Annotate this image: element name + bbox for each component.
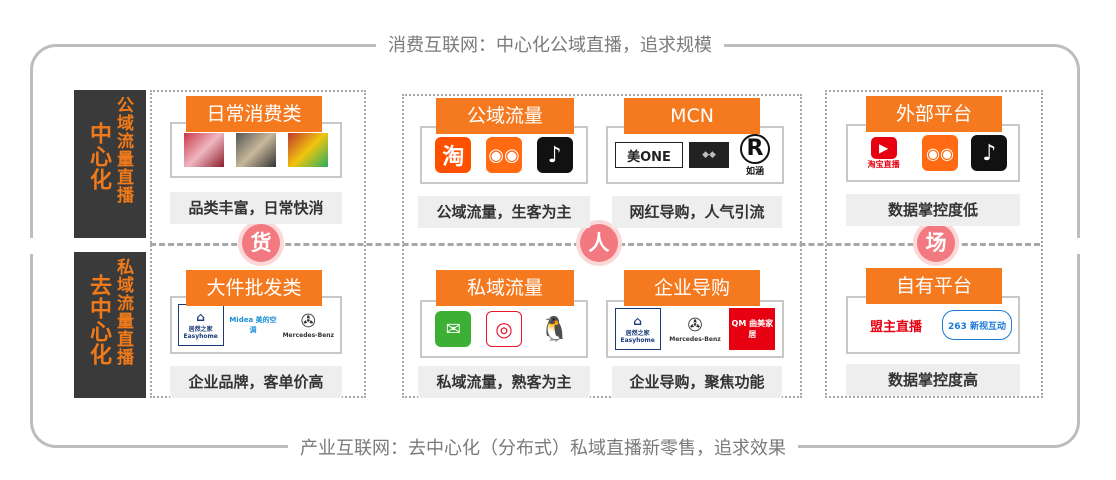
weibo-icon: ◎ [485, 311, 522, 347]
left-bar-centralized: 中心化 公域流量直播 [74, 90, 146, 238]
people-mcn-logos: 美ONE ◆◆ R 如涵 [606, 126, 784, 184]
left-bar-decentralized: 去中心化 私域流量直播 [74, 252, 146, 398]
people-mcn-label: MCN [624, 98, 760, 134]
centralized-subtitle: 公域流量直播 [113, 96, 133, 204]
place-external-label: 外部平台 [866, 96, 1002, 132]
place-owned-label: 自有平台 [866, 268, 1002, 304]
place-owned-logos: 盟主直播 263 新视互动 [846, 296, 1020, 354]
place-external-desc: 数据掌控度低 [846, 194, 1020, 226]
bottom-caption: 产业互联网：去中心化（分布式）私域直播新零售，追求效果 [288, 434, 798, 460]
mcn-logo-dark: ◆◆ [689, 142, 729, 168]
people-public-label: 公域流量 [436, 98, 574, 134]
mengzhu-live-logo: 盟主直播 [869, 319, 922, 335]
ruhan-logo: R 如涵 [735, 133, 775, 177]
people-enterprise-desc: 企业导购，聚焦功能 [612, 366, 782, 398]
people-private-label: 私域流量 [436, 270, 574, 306]
people-circle: 人 [580, 224, 618, 262]
douyin-icon: ♪ [536, 137, 573, 173]
goods-bottom-desc: 企业品牌，客单价高 [170, 366, 342, 398]
midea-logo: Midea 美的空调 [229, 316, 277, 334]
people-enterprise-logos: ⌂居然之家 Easyhome ✇Mercedes-Benz QM 曲美家居 [606, 300, 784, 358]
goods-bottom-label: 大件批发类 [186, 270, 322, 306]
meione-logo: 美ONE [615, 142, 683, 168]
people-private-desc: 私域流量，熟客为主 [418, 366, 590, 398]
wechat-icon: ✉ [435, 311, 472, 347]
goods-top-label: 日常消费类 [186, 96, 322, 132]
top-caption: 消费互联网：中心化公域直播，追求规模 [376, 31, 724, 57]
kuaishou-icon-2: ◉◉ [921, 135, 958, 171]
place-external-logos: ▶ 淘宝直播 ◉◉ ♪ [846, 124, 1020, 182]
left-gap [26, 238, 38, 254]
people-public-logos: 淘 ◉◉ ♪ [420, 126, 588, 184]
people-private-logos: ✉ ◎ 🐧 [420, 300, 588, 358]
qq-icon: 🐧 [536, 311, 573, 347]
douyin-icon-2: ♪ [971, 135, 1008, 171]
place-circle: 场 [917, 224, 955, 262]
mercedes-logo-2: ✇Mercedes-Benz [669, 314, 721, 343]
people-section [402, 94, 802, 398]
decentralized-subtitle: 私域流量直播 [113, 258, 133, 366]
qumei-logo: QM 曲美家居 [729, 308, 776, 350]
cosmetics-image [184, 133, 224, 167]
goods-top-desc: 品类丰富，日常快消 [170, 192, 342, 224]
goods-circle: 货 [242, 224, 280, 262]
right-gap [1072, 238, 1084, 254]
people-enterprise-label: 企业导购 [624, 270, 760, 306]
centralized-title: 中心化 [86, 122, 111, 191]
easyhome-logo-2: ⌂居然之家 Easyhome [614, 308, 661, 350]
taobao-icon: 淘 [435, 137, 472, 173]
taobao-live-logo: ▶ 淘宝直播 [859, 133, 909, 173]
kitchenware-image [236, 133, 276, 167]
mercedes-logo: ✇Mercedes-Benz [282, 310, 335, 339]
groceries-image [288, 133, 328, 167]
decentralized-title: 去中心化 [86, 274, 111, 366]
place-owned-desc: 数据掌控度高 [846, 364, 1020, 396]
easyhome-logo: ⌂居然之家 Easyhome [177, 304, 224, 346]
people-mcn-desc: 网红导购，人气引流 [612, 196, 782, 228]
kuaishou-icon: ◉◉ [485, 137, 522, 173]
people-public-desc: 公域流量，生客为主 [418, 196, 590, 228]
263-live-logo: 263 新视互动 [942, 310, 1012, 340]
